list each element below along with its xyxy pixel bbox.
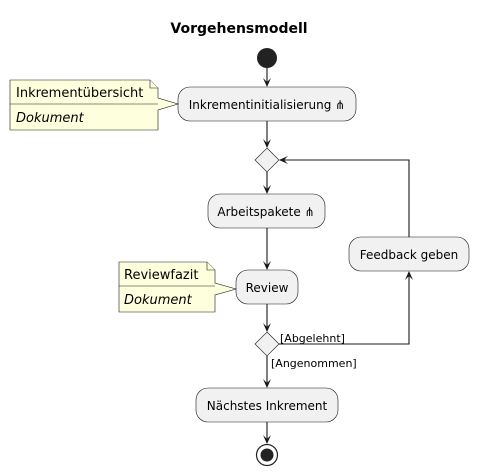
arrowhead [405, 271, 413, 280]
action-label: Feedback geben [360, 248, 459, 262]
guard-accepted: [Angenommen] [271, 357, 357, 370]
note-title: Reviewfazit [124, 268, 198, 283]
note-increment-overview: Inkrementübersicht Dokument [9, 79, 180, 131]
arrowhead [263, 379, 271, 388]
flow-feedback-to-merge [284, 159, 410, 237]
action-increment-initialization: Inkrementinitialisierung ⋔ [177, 86, 357, 122]
action-next-increment: Nächstes Inkrement [195, 387, 339, 423]
flow-decision-to-feedback [279, 276, 410, 345]
action-label: Nächstes Inkrement [207, 399, 328, 413]
diagram-title: Vorgehensmodell [170, 21, 307, 37]
action-label: Arbeitspakete ⋔ [217, 205, 314, 219]
arrowhead [263, 323, 271, 332]
action-give-feedback: Feedback geben [348, 236, 470, 272]
decision-node [254, 331, 280, 357]
arrowhead [279, 156, 288, 164]
arrowhead [263, 261, 271, 270]
action-label: Review [246, 281, 289, 295]
arrowhead [263, 139, 271, 148]
start-node [257, 48, 277, 68]
note-title: Inkrementübersicht [16, 86, 143, 101]
arrowhead [263, 78, 271, 87]
action-review: Review [235, 269, 299, 305]
action-label: Inkrementinitialisierung ⋔ [189, 98, 345, 112]
guard-rejected: [Abgelehnt] [280, 332, 345, 345]
merge-node [254, 147, 280, 173]
note-review-summary: Reviewfazit Dokument [118, 261, 238, 313]
action-work-packages: Arbeitspakete ⋔ [207, 193, 326, 229]
note-subtitle: Dokument [124, 293, 193, 308]
arrowhead [263, 435, 271, 444]
note-subtitle: Dokument [16, 111, 85, 126]
arrowhead [263, 185, 271, 194]
end-node [255, 443, 279, 467]
